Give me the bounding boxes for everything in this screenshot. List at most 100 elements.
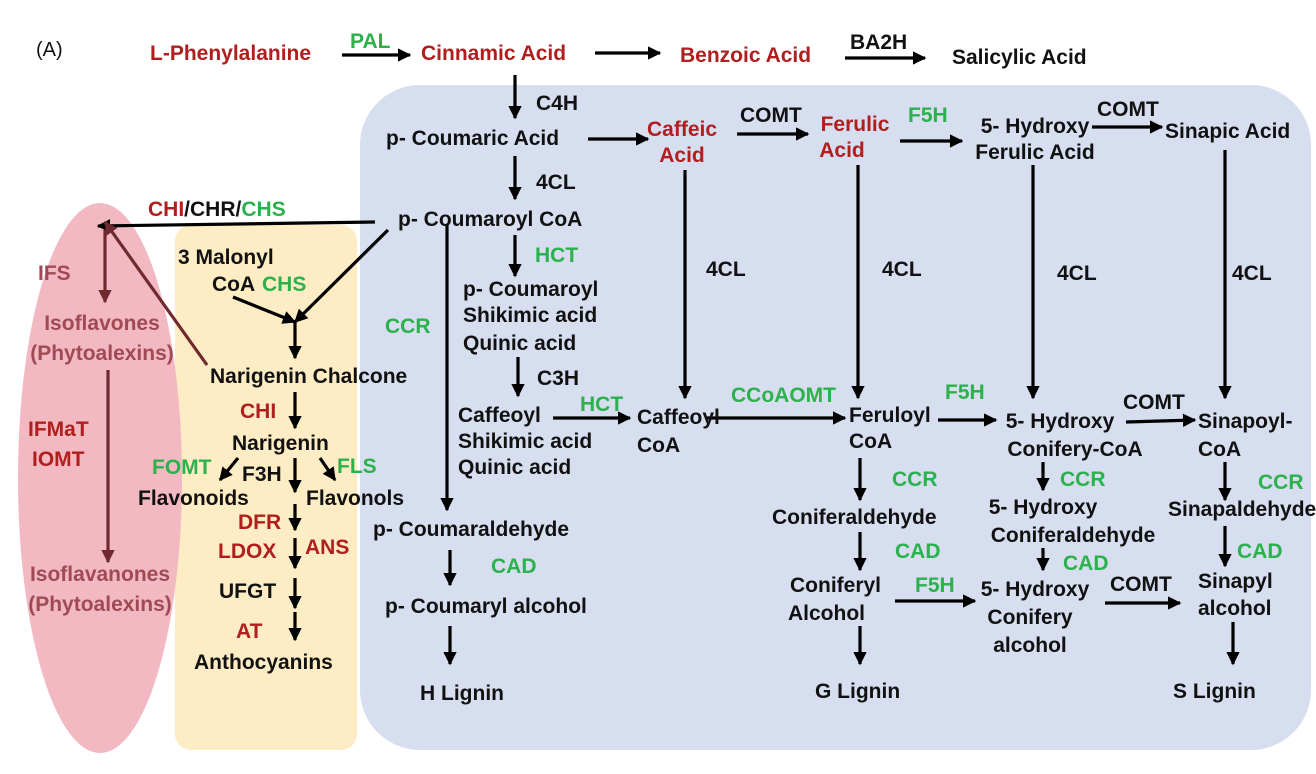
enzyme-ccr-g: CCR [892,468,938,491]
enzyme-chi-top: CHI [148,198,185,221]
arrow-fomt [218,456,240,482]
malonyl-coa-line1: 3 Malonyl [178,246,274,269]
ferulic-acid-line2: Acid [819,139,865,162]
narigenin-chalcone: Narigenin Chalcone [210,365,408,388]
enzyme-ccoaomt: CCoAOMT [731,384,836,407]
cinnamic-acid: Cinnamic Acid [421,42,567,65]
enzyme-ufgt: UFGT [219,580,277,603]
p-coumaroyl-shikimic-line3: Quinic acid [463,332,577,355]
hydroxy-coniferaldehyde-line2: Coniferaldehyde [990,524,1156,547]
arrow-malonyl-to-chalcone [232,295,297,324]
enzyme-4cl-sinapic: 4CL [1232,262,1272,285]
enzyme-comt-4: COMT [1110,573,1172,596]
isoflavanones-line1: Isoflavanones [29,563,171,586]
arrow-coa-to-chalcone [293,228,390,324]
isoflavanones-line2: (Phytoalexins) [28,593,172,616]
caffeoyl-coa-line2: CoA [637,434,681,457]
enzyme-cad-g: CAD [895,540,941,563]
caffeoyl-shikimic-line1: Caffeoyl [458,404,541,427]
enzyme-chs-top: CHS [241,198,286,221]
enzyme-f5h-3: F5H [915,574,955,597]
enzyme-chi: CHI [240,400,277,423]
sinapyl-alcohol-line1: Sinapyl [1198,570,1273,593]
p-coumaryl-alcohol: p- Coumaryl alcohol [385,595,587,618]
enzyme-fls: FLS [337,455,377,478]
h-lignin: H Lignin [420,682,504,705]
coniferaldehyde: Coniferaldehyde [772,506,937,529]
caffeic-acid-line2: Acid [659,144,705,167]
panel-label: (A) [36,39,63,61]
l-phenylalanine: L-Phenylalanine [150,42,312,65]
enzyme-4cl-caffeic: 4CL [706,258,746,281]
malonyl-coa-line2: CoA [212,273,256,296]
benzoic-acid: Benzoic Acid [680,44,812,67]
p-coumaric-acid: p- Coumaric Acid [386,127,560,150]
enzyme-comt-1: COMT [740,104,802,127]
enzyme-ba2h: BA2H [850,31,908,54]
salicylic-acid: Salicylic Acid [952,46,1087,69]
enzyme-at: AT [236,620,263,643]
enzyme-hct-1: HCT [535,244,579,267]
enzyme-4cl-top: 4CL [536,171,576,194]
slash-2: / [235,198,242,221]
enzyme-pal: PAL [350,30,391,53]
enzyme-ans: ANS [305,536,350,559]
enzyme-label-chi-chr-chs: CHI/CHR/CHS [148,198,286,222]
p-coumaroyl-shikimic-line2: Shikimic acid [463,304,598,327]
flavonols: Flavonols [306,487,405,510]
arrow-comt-3 [1125,413,1197,428]
hydroxy-conifery-alcohol-line2: Conifery [987,606,1073,629]
isoflavonoid-region [18,203,182,753]
sinapoyl-coa-line2: CoA [1198,438,1242,461]
coniferyl-alcohol-line2: Alcohol [788,602,865,625]
enzyme-4cl-ferulic: 4CL [882,258,922,281]
anthocyanins: Anthocyanins [194,651,333,674]
feruloyl-coa-line2: CoA [849,430,893,453]
enzyme-ifmat: IFMaT [28,418,89,441]
enzyme-comt-2: COMT [1097,98,1159,121]
isoflavones-line1: Isoflavones [44,312,160,335]
slash-1: / [184,198,191,221]
caffeoyl-shikimic-line2: Shikimic acid [458,430,593,453]
enzyme-dfr: DFR [238,511,282,534]
enzyme-hct-2: HCT [580,393,624,416]
arrow-fls [318,457,337,482]
enzyme-ccr-s: CCR [1258,471,1304,494]
flavonoids: Flavonoids [138,487,249,510]
hydroxy-ferulic-line1: 5- Hydroxy [980,115,1090,138]
hydroxy-ferulic-line2: Ferulic Acid [975,141,1095,164]
enzyme-cad-h: CAD [491,555,537,578]
enzyme-ldox: LDOX [218,540,277,563]
p-coumaraldehyde: p- Coumaraldehyde [373,518,570,541]
enzyme-cad-s: CAD [1237,540,1283,563]
hydroxy-conifery-coa-line2: Conifery-CoA [1007,438,1143,461]
enzyme-comt-3: COMT [1123,391,1185,414]
enzyme-fomt: FOMT [152,456,212,479]
isoflavones-line2: (Phytoalexins) [30,342,174,365]
enzyme-ccr-left: CCR [385,315,431,338]
enzyme-ifs: IFS [38,262,71,285]
narigenin: Narigenin [232,432,329,455]
s-lignin: S Lignin [1173,680,1256,703]
sinapaldehyde: Sinapaldehyde [1168,498,1316,521]
hydroxy-conifery-alcohol-line1: 5- Hydroxy [980,578,1090,601]
hydroxy-coniferaldehyde-line1: 5- Hydroxy [988,496,1098,519]
feruloyl-coa-line1: Feruloyl [849,404,931,427]
caffeoyl-coa-line1: Caffeoyl [637,406,720,429]
enzyme-cad-5h: CAD [1063,552,1109,575]
p-coumaroyl-coa: p- Coumaroyl CoA [398,208,583,231]
sinapoyl-coa-line1: Sinapoyl- [1198,410,1293,433]
g-lignin: G Lignin [815,680,901,703]
caffeoyl-shikimic-line3: Quinic acid [458,456,572,479]
p-coumaroyl-shikimic-line1: p- Coumaroyl [463,278,599,301]
enzyme-iomt: IOMT [32,448,85,471]
coniferyl-alcohol-line1: Coniferyl [790,574,882,597]
enzyme-c4h: C4H [536,92,579,115]
enzyme-chr: CHR [190,198,236,221]
enzyme-f5h-2: F5H [945,381,985,404]
caffeic-acid-line1: Caffeic [646,118,718,141]
enzyme-f3h: F3H [242,463,282,486]
enzyme-f5h-1: F5H [908,104,948,127]
